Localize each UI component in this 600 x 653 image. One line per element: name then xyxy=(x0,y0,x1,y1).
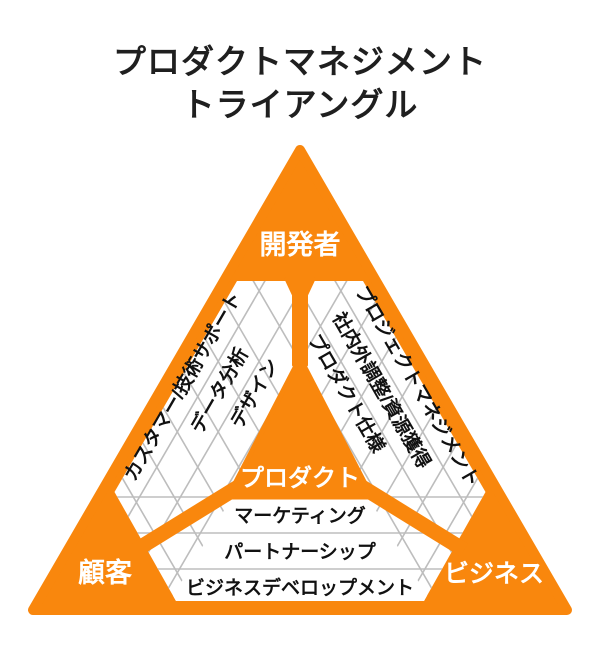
center-label-product: プロダクト xyxy=(240,464,360,492)
row-label-partnership: パートナーシップ xyxy=(224,540,377,563)
lattice-line xyxy=(353,281,486,601)
row-label-marketing: マーケティング xyxy=(234,504,365,527)
row-label-business-development: ビジネスデベロップメント xyxy=(186,576,414,599)
top-spoke xyxy=(284,277,316,367)
vertex-label-developer: 開発者 xyxy=(260,230,341,260)
center-triangle xyxy=(225,355,375,500)
page-title-line1: プロダクトマネジメント xyxy=(113,43,487,80)
lattice-line xyxy=(114,281,247,601)
vertex-label-customer: 顧客 xyxy=(78,557,133,588)
bottom-rows-clear-area xyxy=(170,497,430,601)
left-spoke xyxy=(132,480,242,557)
page-title-line2: トライアングル xyxy=(182,86,419,123)
right-spoke xyxy=(358,480,468,557)
vertex-label-business: ビジネス xyxy=(444,560,544,588)
